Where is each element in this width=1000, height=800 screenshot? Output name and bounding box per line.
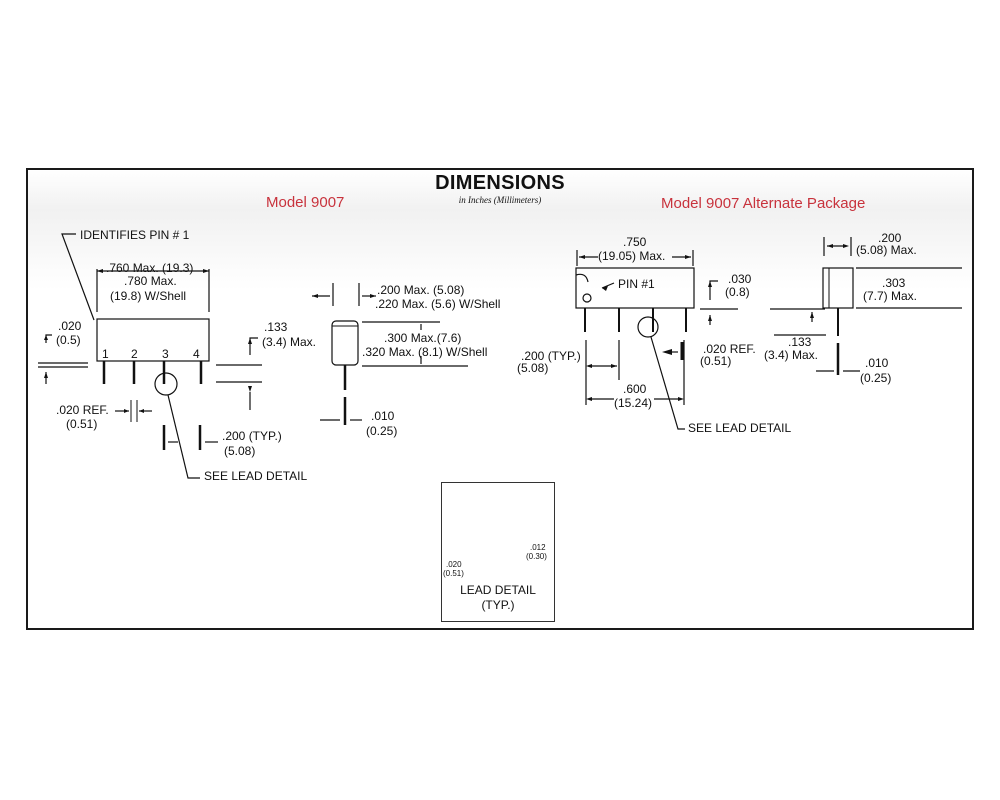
right-typ-200: .200 (TYP.) <box>521 349 581 363</box>
left-width-760: .760 Max. (19.3) <box>106 261 194 275</box>
right-h-030: .030 <box>728 272 752 286</box>
right-width-750-mm: (19.05) Max. <box>598 249 666 263</box>
lead-w-012: .012 <box>530 543 546 552</box>
right-lead-010: .010 <box>865 356 889 370</box>
left-height-133: .133 <box>264 320 288 334</box>
lead-detail-title: LEAD DETAIL <box>460 583 536 597</box>
left-side-200: .200 Max. (5.08) <box>377 283 465 297</box>
model-left-label: Model 9007 <box>266 194 345 211</box>
left-pin-label-3: 3 <box>162 347 169 361</box>
page-subtitle: in Inches (Millimeters) <box>458 195 542 205</box>
right-width-750: .750 <box>623 235 647 249</box>
right-h-030-mm: (0.8) <box>725 285 750 299</box>
left-height-133-mm: (3.4) Max. <box>262 335 317 349</box>
left-lead-010: .010 <box>371 409 395 423</box>
left-pin-label-2: 2 <box>131 347 138 361</box>
right-lead-010-mm: (0.25) <box>860 371 892 385</box>
right-span-600: .600 <box>623 382 647 396</box>
left-width-780: .780 Max. <box>124 274 177 288</box>
right-see-lead-detail: SEE LEAD DETAIL <box>688 421 792 435</box>
right-side-303-mm: (7.7) Max. <box>863 289 918 303</box>
lead-w-020-mm: (0.51) <box>443 569 464 578</box>
model-right-label: Model 9007 Alternate Package <box>661 195 866 212</box>
left-side-320: .320 Max. (8.1) W/Shell <box>362 345 488 359</box>
left-see-lead-leader <box>167 394 200 479</box>
lead-detail-typ: (TYP.) <box>481 598 515 612</box>
left-width-780-mm: (19.8) W/Shell <box>110 289 187 303</box>
lead-w-012-mm: (0.30) <box>526 552 547 561</box>
right-side-body <box>822 267 854 309</box>
right-ref-020-mm: (0.51) <box>700 354 732 368</box>
left-side-300: .300 Max.(7.6) <box>384 331 462 345</box>
left-typ-200-mm: (5.08) <box>224 444 256 458</box>
left-typ-200: .200 (TYP.) <box>222 429 282 443</box>
right-span-600-mm: (15.24) <box>614 396 653 410</box>
page-title: DIMENSIONS <box>435 172 565 194</box>
left-side-body <box>331 320 359 366</box>
right-side-303: .303 <box>882 276 906 290</box>
right-h-133: .133 <box>788 335 812 349</box>
lead-w-020: .020 <box>446 560 462 569</box>
left-lead-circle <box>154 372 178 396</box>
lead-detail-box <box>441 482 555 622</box>
right-h-133-mm: (3.4) Max. <box>764 348 819 362</box>
left-lead-010-mm: (0.25) <box>366 424 398 438</box>
left-ref-020-mm: (0.51) <box>66 417 98 431</box>
left-see-lead-detail: SEE LEAD DETAIL <box>204 469 308 483</box>
left-body <box>96 318 210 362</box>
right-side-200: .200 <box>878 231 902 245</box>
left-identifies-pin: IDENTIFIES PIN # 1 <box>80 228 190 242</box>
left-lead-020-mm: (0.5) <box>56 333 81 347</box>
right-ref-020: .020 REF. <box>703 342 756 356</box>
left-pin-label-1: 1 <box>102 347 109 361</box>
right-body <box>575 267 695 309</box>
right-typ-200-mm: (5.08) <box>517 361 549 375</box>
right-pin1-label: PIN #1 <box>618 277 655 291</box>
left-side-220: .220 Max. (5.6) W/Shell <box>375 297 501 311</box>
left-pin-label-4: 4 <box>193 347 200 361</box>
right-side-200-mm: (5.08) Max. <box>856 243 917 257</box>
left-pin1-leader <box>61 233 95 321</box>
left-lead-020: .020 <box>58 319 82 333</box>
left-ref-020: .020 REF. <box>56 403 109 417</box>
